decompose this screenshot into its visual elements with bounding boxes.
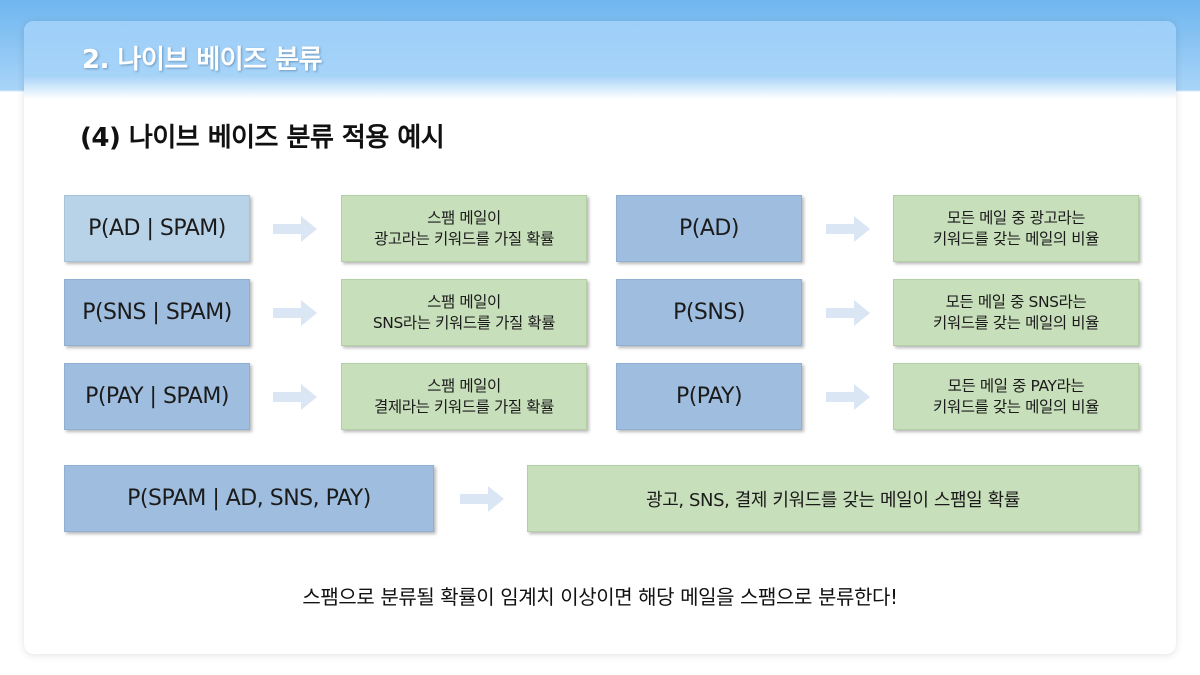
desc-box-pay-given-spam: 스팸 메일이 결제라는 키워드를 가질 확률 bbox=[341, 363, 587, 430]
prob-label: P(AD | SPAM) bbox=[88, 216, 226, 241]
conclusion-text: 스팸으로 분류될 확률이 임계치 이상이면 해당 메일을 스팸으로 분류한다! bbox=[302, 585, 898, 609]
arrow-icon bbox=[460, 486, 504, 512]
section-subtitle: (4) 나이브 베이즈 분류 적용 예시 bbox=[80, 123, 445, 153]
desc-box-ad-given-spam: 스팸 메일이 광고라는 키워드를 가질 확률 bbox=[341, 195, 587, 262]
prob-label: P(AD) bbox=[679, 216, 739, 241]
arrow-icon bbox=[826, 300, 870, 326]
arrow-icon bbox=[273, 384, 317, 410]
desc-line: 키워드를 갖는 메일의 비율 bbox=[932, 397, 1100, 416]
desc-line: 결제라는 키워드를 가질 확률 bbox=[374, 397, 554, 416]
prob-box-ad: P(AD) bbox=[616, 195, 802, 262]
prob-box-sns-given-spam: P(SNS | SPAM) bbox=[64, 279, 250, 346]
desc-line: 스팸 메일이 bbox=[427, 376, 501, 395]
arrow-icon bbox=[273, 216, 317, 242]
desc-box-pay: 모든 메일 중 PAY라는 키워드를 갖는 메일의 비율 bbox=[893, 363, 1139, 430]
slide-card: 2. 나이브 베이즈 분류 (4) 나이브 베이즈 분류 적용 예시 P(AD … bbox=[24, 21, 1176, 654]
prob-label: P(PAY) bbox=[675, 384, 743, 409]
prob-label: P(SPAM | AD, SNS, PAY) bbox=[127, 486, 371, 511]
prob-label: P(SNS) bbox=[673, 300, 745, 325]
desc-line: 모든 메일 중 광고라는 bbox=[946, 208, 1086, 227]
prob-label: P(PAY | SPAM) bbox=[85, 384, 229, 409]
desc-line: 모든 메일 중 SNS라는 bbox=[945, 292, 1087, 311]
arrow-icon bbox=[273, 300, 317, 326]
header-band bbox=[24, 21, 1176, 99]
prob-box-pay: P(PAY) bbox=[616, 363, 802, 430]
prob-box-sns: P(SNS) bbox=[616, 279, 802, 346]
desc-line: 광고, SNS, 결제 키워드를 갖는 메일이 스팸일 확률 bbox=[646, 489, 1020, 511]
arrow-icon bbox=[826, 384, 870, 410]
prob-box-spam-posterior: P(SPAM | AD, SNS, PAY) bbox=[64, 465, 434, 532]
desc-line: 키워드를 갖는 메일의 비율 bbox=[932, 313, 1100, 332]
desc-line: 키워드를 갖는 메일의 비율 bbox=[932, 229, 1100, 248]
slide-title: 2. 나이브 베이즈 분류 bbox=[82, 45, 322, 75]
desc-box-sns-given-spam: 스팸 메일이 SNS라는 키워드를 가질 확률 bbox=[341, 279, 587, 346]
arrow-icon bbox=[826, 216, 870, 242]
desc-line: 스팸 메일이 bbox=[427, 208, 501, 227]
prob-label: P(SNS | SPAM) bbox=[82, 300, 232, 325]
desc-box-sns: 모든 메일 중 SNS라는 키워드를 갖는 메일의 비율 bbox=[893, 279, 1139, 346]
desc-line: 모든 메일 중 PAY라는 bbox=[947, 376, 1085, 395]
desc-line: SNS라는 키워드를 가질 확률 bbox=[372, 313, 556, 332]
desc-line: 스팸 메일이 bbox=[427, 292, 501, 311]
desc-box-ad: 모든 메일 중 광고라는 키워드를 갖는 메일의 비율 bbox=[893, 195, 1139, 262]
desc-line: 광고라는 키워드를 가질 확률 bbox=[374, 229, 554, 248]
desc-box-spam-posterior: 광고, SNS, 결제 키워드를 갖는 메일이 스팸일 확률 bbox=[527, 465, 1139, 532]
prob-box-ad-given-spam: P(AD | SPAM) bbox=[64, 195, 250, 262]
prob-box-pay-given-spam: P(PAY | SPAM) bbox=[64, 363, 250, 430]
